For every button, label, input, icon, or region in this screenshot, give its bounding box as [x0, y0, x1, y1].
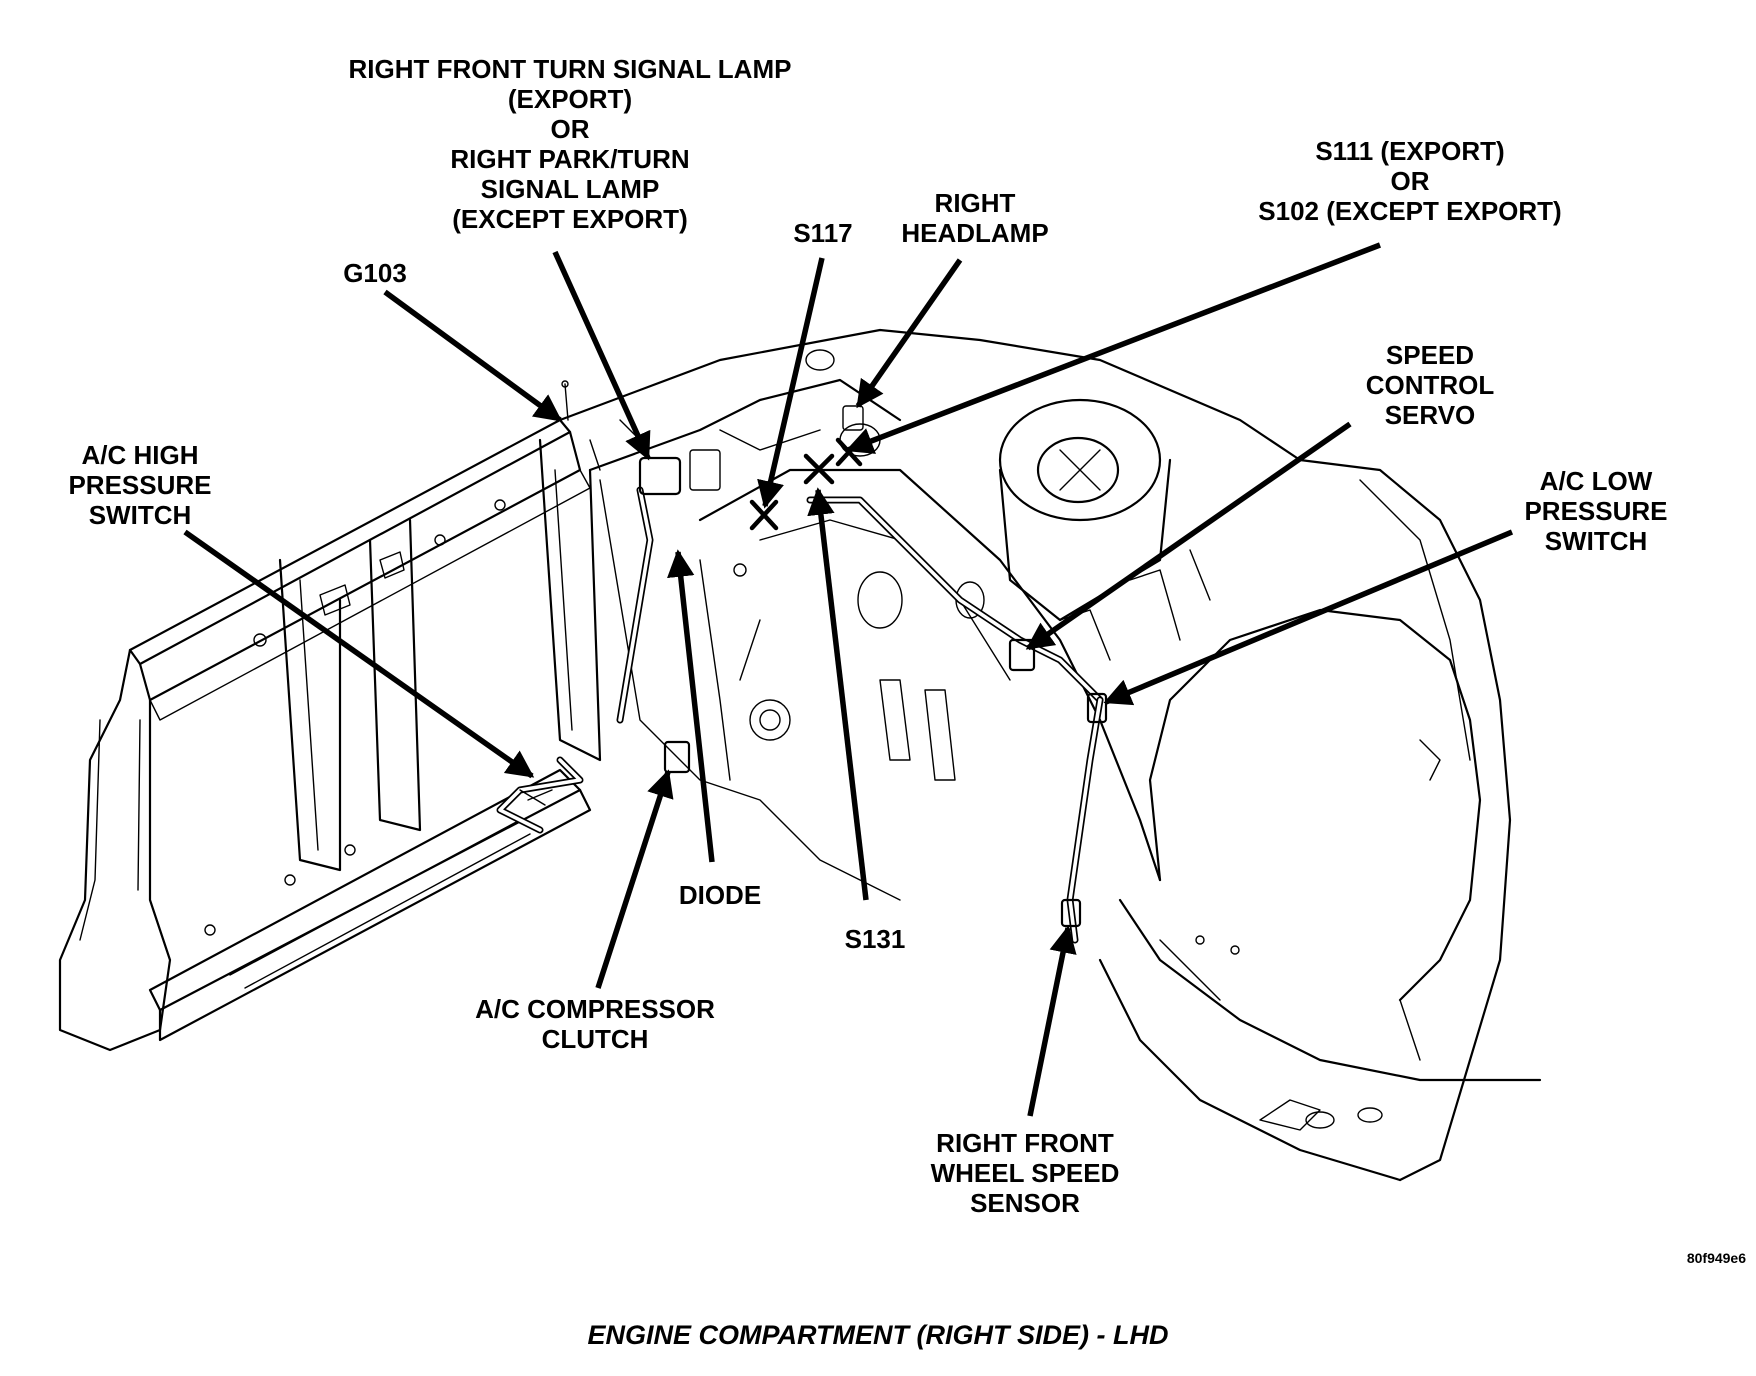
label-ac-compressor-clutch: A/C COMPRESSOR CLUTCH [475, 994, 715, 1054]
figure-caption: ENGINE COMPARTMENT (RIGHT SIDE) - LHD [587, 1320, 1169, 1350]
leader-lines [183, 242, 1514, 1117]
figure-code: 80f949e6 [1686, 1250, 1746, 1266]
leader-diode [667, 549, 715, 863]
label-s131: S131 [844, 924, 906, 954]
label-s111-s102: S111 (EXPORT) OR S102 (EXCEPT EXPORT) [1258, 136, 1562, 226]
label-ac-high-pressure-switch: A/C HIGH PRESSURE SWITCH [68, 440, 212, 530]
radiator-support [58, 418, 602, 1052]
leader-speed-servo [1025, 421, 1352, 651]
leader-g103 [383, 289, 563, 423]
wheel-well [1098, 458, 1542, 1182]
label-diode: DIODE [678, 880, 762, 910]
label-turn-signal-lamp: RIGHT FRONT TURN SIGNAL LAMP (EXPORT) OR… [348, 54, 792, 234]
leader-wheel-sensor [1027, 925, 1077, 1117]
leader-turn-signal [552, 250, 651, 461]
label-ac-low-pressure-switch: A/C LOW PRESSURE SWITCH [1524, 466, 1668, 556]
leader-ac-high [183, 529, 535, 779]
leader-s111 [845, 242, 1381, 454]
label-s117: S117 [793, 218, 853, 248]
label-wheel-speed-sensor: RIGHT FRONT WHEEL SPEED SENSOR [930, 1128, 1120, 1218]
leader-s117 [757, 257, 825, 509]
leader-headlamp [855, 258, 963, 409]
leader-ac-low [1103, 529, 1514, 706]
fender-apron [558, 328, 1302, 955]
label-right-headlamp: RIGHT HEADLAMP [901, 188, 1049, 248]
label-speed-control-servo: SPEED CONTROL SERVO [1365, 340, 1495, 430]
label-g103: G103 [343, 258, 407, 288]
wiring-harness [496, 380, 1108, 944]
leader-s131 [807, 487, 869, 901]
leader-ac-clutch [595, 769, 674, 989]
